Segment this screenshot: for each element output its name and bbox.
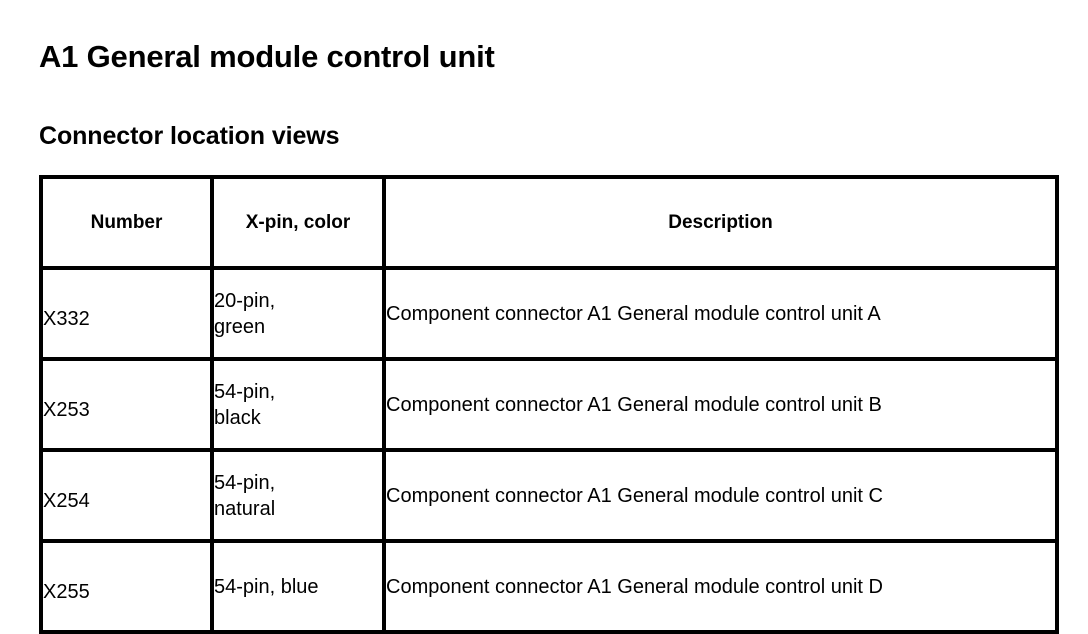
cell-connector-number: X254 [39, 448, 214, 543]
table-body: X332 20-pin, green Component connector A… [39, 266, 1059, 634]
table-header: Number X-pin, color Description [39, 175, 1059, 270]
connector-number-value: X332 [43, 307, 90, 330]
table-row: X255 54-pin, blue Component connector A1… [39, 539, 1059, 634]
xpin-color-value: 20-pin, green [214, 289, 276, 338]
table-header-row: Number X-pin, color Description [39, 175, 1059, 270]
description-value: Component connector A1 General module co… [386, 393, 882, 416]
connector-number-value: X254 [43, 489, 90, 512]
table-row: X254 54-pin, natural Component connector… [39, 448, 1059, 543]
connector-number-value: X255 [43, 580, 90, 603]
xpin-color-value: 54-pin, blue [214, 575, 319, 598]
table-row: X253 54-pin, black Component connector A… [39, 357, 1059, 452]
column-header-xpin-color: X-pin, color [210, 175, 386, 270]
xpin-color-value: 54-pin, black [214, 380, 276, 429]
description-value: Component connector A1 General module co… [386, 484, 883, 507]
connector-number-value: X253 [43, 398, 90, 421]
cell-description: Component connector A1 General module co… [382, 357, 1059, 452]
cell-xpin-color: 54-pin, black [210, 357, 386, 452]
column-header-description-label: Description [668, 211, 773, 233]
cell-connector-number: X332 [39, 266, 214, 361]
table-row: X332 20-pin, green Component connector A… [39, 266, 1059, 361]
description-value: Component connector A1 General module co… [386, 575, 883, 598]
column-header-description: Description [382, 175, 1059, 270]
description-value: Component connector A1 General module co… [386, 302, 881, 325]
column-header-number: Number [39, 175, 214, 270]
column-header-xpin-color-label: X-pin, color [245, 211, 351, 233]
cell-description: Component connector A1 General module co… [382, 539, 1059, 634]
cell-description: Component connector A1 General module co… [382, 266, 1059, 361]
xpin-color-value: 54-pin, natural [214, 471, 276, 520]
cell-description: Component connector A1 General module co… [382, 448, 1059, 543]
cell-connector-number: X255 [39, 539, 214, 634]
connector-table: Number X-pin, color Description X332 20-… [39, 175, 1059, 634]
cell-xpin-color: 54-pin, natural [210, 448, 386, 543]
cell-xpin-color: 20-pin, green [210, 266, 386, 361]
page-title: A1 General module control unit [39, 38, 495, 74]
section-heading: Connector location views [39, 121, 340, 150]
cell-xpin-color: 54-pin, blue [210, 539, 386, 634]
cell-connector-number: X253 [39, 357, 214, 452]
column-header-number-label: Number [90, 211, 163, 233]
